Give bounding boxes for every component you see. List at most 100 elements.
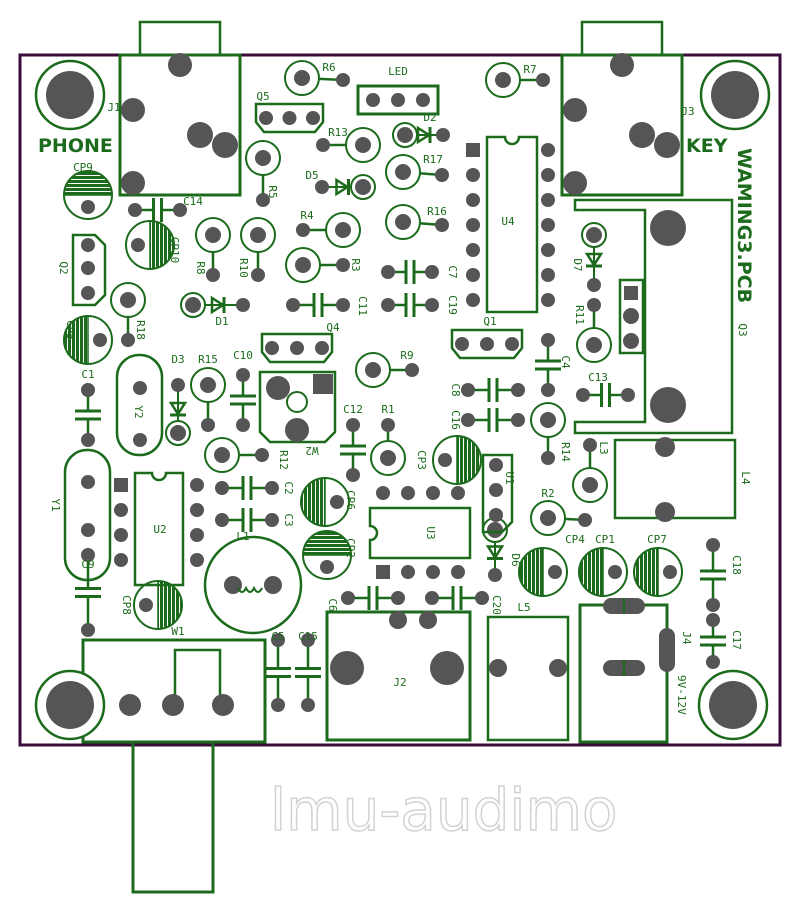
component-ref-label: CP3 bbox=[415, 450, 428, 470]
pad bbox=[290, 341, 304, 355]
component-ref-label: Y2 bbox=[132, 405, 145, 418]
pad bbox=[549, 659, 567, 677]
pad bbox=[355, 179, 371, 195]
component-ref-label: C4 bbox=[559, 355, 572, 369]
pad bbox=[81, 383, 95, 397]
pad bbox=[355, 137, 371, 153]
pad bbox=[576, 388, 590, 402]
capacitor-c19: C19 bbox=[381, 293, 459, 317]
pad bbox=[608, 565, 622, 579]
pad bbox=[489, 458, 503, 472]
pad bbox=[215, 513, 229, 527]
pad bbox=[654, 132, 680, 158]
regulator-u1: U1 bbox=[481, 453, 516, 534]
capacitor-c3: C3 bbox=[215, 508, 295, 532]
supply-label: 9V-12V bbox=[675, 675, 688, 715]
pad bbox=[480, 337, 494, 351]
pad bbox=[185, 297, 201, 313]
pad bbox=[563, 171, 587, 195]
component-ref-label: C16 bbox=[449, 410, 462, 430]
electrolytic-cp5: CP5 bbox=[63, 315, 113, 365]
inductor-l1: L1 bbox=[203, 530, 303, 635]
component-ref-label: C19 bbox=[446, 295, 459, 315]
resistor-r9: R9 bbox=[355, 349, 419, 388]
pad bbox=[511, 383, 525, 397]
pad bbox=[540, 510, 556, 526]
pad bbox=[466, 193, 480, 207]
transistor-q1: Q1 bbox=[450, 315, 524, 360]
resistor-r18: R18 bbox=[110, 282, 147, 347]
component-ref-label: L4 bbox=[739, 471, 752, 485]
resistor-r12: R12 bbox=[204, 437, 290, 473]
pad bbox=[259, 111, 273, 125]
component-ref-label: W2 bbox=[305, 444, 318, 457]
pad bbox=[488, 568, 502, 582]
component-ref-label: R14 bbox=[559, 442, 572, 462]
component-ref-label: CP7 bbox=[647, 533, 667, 546]
crystal-y1: Y1 bbox=[49, 448, 112, 582]
pad bbox=[250, 227, 266, 243]
phone-label: PHONE bbox=[38, 135, 113, 157]
pad bbox=[425, 265, 439, 279]
pad bbox=[706, 655, 720, 669]
resistor-r13: R13 bbox=[316, 126, 381, 163]
regulator-w2: W2 bbox=[258, 370, 337, 457]
pad bbox=[655, 502, 675, 522]
jack-j1: J1 bbox=[107, 20, 242, 197]
pad bbox=[285, 418, 309, 442]
pad bbox=[205, 227, 221, 243]
pad bbox=[81, 261, 95, 275]
pad bbox=[405, 363, 419, 377]
component-ref-label: C2 bbox=[282, 481, 295, 494]
pad bbox=[190, 528, 204, 542]
pad bbox=[582, 477, 598, 493]
pad bbox=[265, 513, 279, 527]
transistor-q3: Q3 bbox=[573, 198, 749, 435]
pad bbox=[489, 659, 507, 677]
pad bbox=[536, 73, 550, 87]
pad bbox=[81, 286, 95, 300]
pad bbox=[346, 418, 360, 432]
component-ref-label: Q4 bbox=[326, 321, 340, 334]
component-ref-label: R17 bbox=[423, 153, 443, 166]
component-ref-label: Y1 bbox=[49, 498, 62, 511]
diode-d3: D3 bbox=[165, 353, 191, 446]
board-title: WAMING3.PCB bbox=[733, 148, 755, 303]
component-ref-label: U1 bbox=[503, 471, 516, 484]
pad bbox=[401, 486, 415, 500]
pad bbox=[212, 694, 234, 716]
pad bbox=[81, 200, 95, 214]
capacitor-c8: C8 bbox=[449, 378, 525, 402]
pad bbox=[286, 298, 300, 312]
pad bbox=[466, 268, 480, 282]
pad bbox=[381, 265, 395, 279]
pad bbox=[214, 447, 230, 463]
pad bbox=[316, 138, 330, 152]
pad bbox=[224, 576, 242, 594]
pad bbox=[265, 341, 279, 355]
pad bbox=[81, 623, 95, 637]
component-ref-label: C14 bbox=[183, 195, 203, 208]
resistor-r14: R14 bbox=[530, 402, 572, 465]
component-ref-label: R6 bbox=[322, 61, 335, 74]
electrolytic-cp3: CP3 bbox=[415, 435, 482, 485]
component-ref-label: R7 bbox=[523, 63, 536, 76]
pad bbox=[255, 448, 269, 462]
pad bbox=[623, 308, 639, 324]
component-ref-label: Q1 bbox=[483, 315, 496, 328]
pad bbox=[505, 337, 519, 351]
pad bbox=[380, 450, 396, 466]
component-ref-label: C11 bbox=[356, 296, 369, 316]
pad bbox=[381, 418, 395, 432]
pad-square bbox=[466, 143, 480, 157]
pad bbox=[426, 565, 440, 579]
capacitor-c17: C17 bbox=[700, 613, 743, 669]
pad bbox=[621, 388, 635, 402]
component-ref-label: CP5 bbox=[64, 320, 77, 340]
pad bbox=[416, 93, 430, 107]
component-ref-label: C1 bbox=[81, 368, 94, 381]
component-ref-label: Q2 bbox=[57, 261, 70, 274]
pad bbox=[587, 298, 601, 312]
component-ref-label: C3 bbox=[282, 513, 295, 526]
pad bbox=[170, 425, 186, 441]
